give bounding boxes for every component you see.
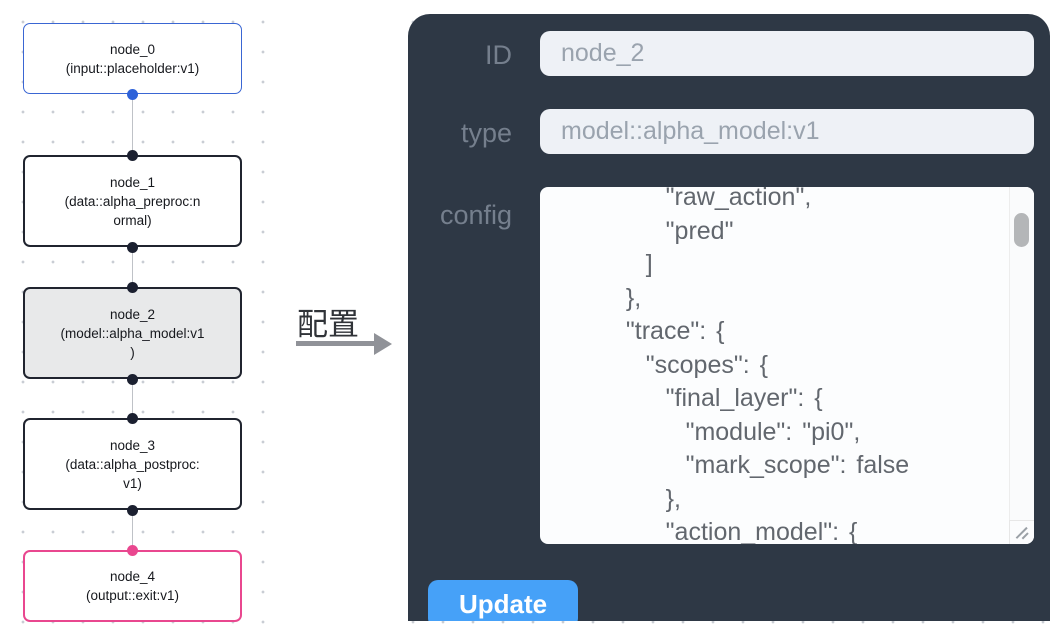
edge-node0-node1	[131, 94, 133, 155]
port-out-node0[interactable]	[127, 88, 138, 100]
node-subtitle: )	[130, 344, 135, 360]
flow-canvas: node_0 (input::placeholder:v1) node_1 (d…	[0, 0, 272, 643]
config-json-content: "raw_action", "pred" ] }, "trace": { "sc…	[540, 187, 1008, 544]
edge-node2-node3	[131, 379, 133, 418]
node-title: node_3	[109, 437, 156, 453]
node-subtitle: v1)	[123, 475, 142, 491]
port-in-node4[interactable]	[127, 544, 138, 556]
node-title: node_0	[109, 41, 156, 57]
node-subtitle: (input::placeholder:v1)	[65, 60, 200, 76]
id-field-label: ID	[485, 40, 512, 70]
config-line: "scopes": {	[606, 350, 768, 379]
config-line: ]	[606, 250, 653, 278]
annotation-label: 配置	[297, 307, 359, 342]
node-subtitle: (model::alpha_model:v1	[60, 325, 205, 341]
node-preproc[interactable]: node_1 (data::alpha_preproc:n ormal)	[23, 155, 242, 247]
node-title: node_1	[109, 174, 156, 190]
node-subtitle: ormal)	[113, 212, 152, 228]
config-line: },	[606, 283, 642, 312]
update-button[interactable]: Update	[428, 580, 578, 621]
config-line: "action_model": {	[606, 518, 858, 544]
node-input[interactable]: node_0 (input::placeholder:v1)	[23, 23, 242, 94]
node-title: node_4	[109, 569, 156, 584]
arrow-right-icon	[374, 332, 392, 355]
node-postproc[interactable]: node_3 (data::alpha_postproc: v1)	[23, 418, 242, 510]
config-line: "final_layer": {	[606, 384, 823, 412]
config-line: },	[606, 484, 681, 513]
type-input[interactable]	[540, 109, 1034, 154]
type-field-label: type	[460, 118, 512, 148]
scrollbar-track[interactable]	[1009, 187, 1034, 520]
config-line: "mark_scope": false	[606, 451, 910, 479]
edge-node3-node4	[131, 510, 133, 550]
node-subtitle: (data::alpha_postproc:	[65, 456, 200, 472]
node-title: node_2	[109, 306, 156, 322]
node-model-selected[interactable]: node_2 (model::alpha_model:v1 )	[23, 287, 242, 379]
node-config-panel: ID type config "raw_action", "pred" ] },…	[408, 14, 1050, 621]
port-out-node2[interactable]	[127, 373, 138, 385]
config-line: "pred"	[606, 216, 734, 245]
port-in-node3[interactable]	[127, 412, 138, 424]
config-json-textarea[interactable]: "raw_action", "pred" ] }, "trace": { "sc…	[540, 187, 1034, 544]
port-out-node1[interactable]	[127, 241, 138, 253]
node-output[interactable]: node_4 (output::exit:v1)	[23, 550, 242, 622]
arrow-right-icon	[296, 341, 375, 346]
port-in-node2[interactable]	[127, 281, 138, 293]
node-subtitle: (output::exit:v1)	[85, 588, 180, 603]
config-field-label: config	[439, 200, 512, 230]
edge-node1-node2	[131, 247, 133, 287]
config-line: "raw_action",	[606, 187, 812, 211]
scrollbar-thumb[interactable]	[1014, 213, 1029, 247]
config-line: "trace": {	[606, 317, 725, 345]
config-line: "module": "pi0",	[606, 417, 861, 446]
id-input[interactable]	[540, 31, 1034, 76]
resize-handle-icon[interactable]	[1009, 520, 1034, 544]
port-out-node3[interactable]	[127, 504, 138, 516]
port-in-node1[interactable]	[127, 149, 138, 161]
node-subtitle: (data::alpha_preproc:n	[64, 193, 201, 209]
